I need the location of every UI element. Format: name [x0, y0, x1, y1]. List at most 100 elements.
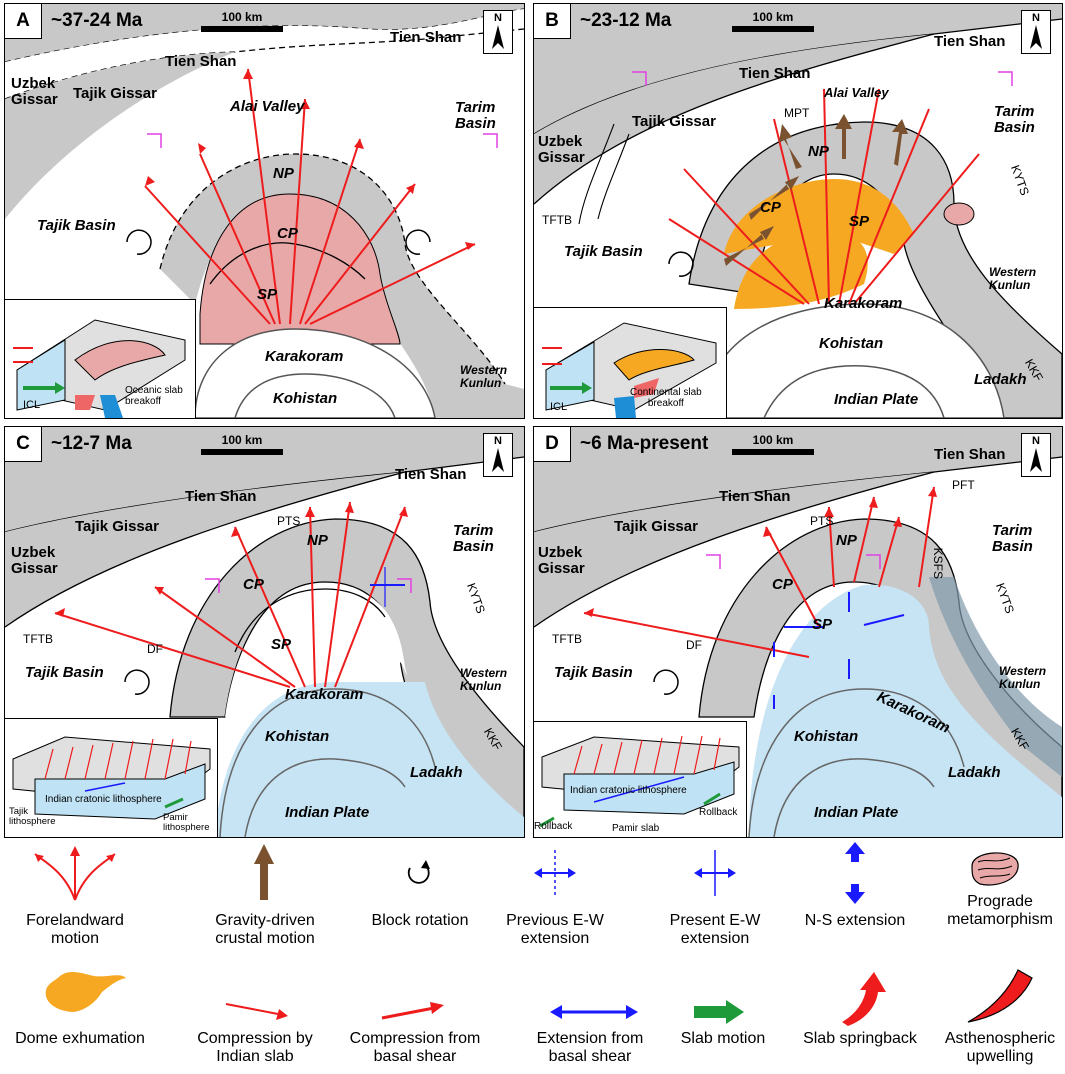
tien-shan-label: Tien Shan	[719, 488, 791, 505]
red-arrow-icon	[381, 1002, 444, 1020]
tarim-basin-label: Tarim Basin	[994, 103, 1035, 136]
karakoram-label: Karakoram	[824, 295, 903, 312]
panel-letter: A	[5, 4, 42, 39]
uzbek-gissar-label: Uzbek Gissar	[538, 133, 585, 166]
rotation-left-icon	[124, 669, 150, 695]
panel-d-inset: Indian cratonic lithosphere Rollback Rol…	[534, 721, 747, 837]
panel-c-map	[5, 427, 524, 837]
sp-label: SP	[271, 636, 292, 653]
scale-label: 100 km	[752, 10, 794, 24]
brown-arrow-icon	[254, 844, 274, 900]
tien-shan-belt	[534, 4, 1062, 134]
gissar-belt	[534, 472, 934, 627]
panel-title: ~37-24 Ma	[51, 10, 143, 31]
frame-corner	[397, 578, 412, 593]
rotation-left-icon	[668, 251, 694, 277]
legend-label-asthenospheric: Asthenospheric upwelling	[944, 1030, 1056, 1066]
tajik-gissar-label: Tajik Gissar	[614, 518, 698, 535]
ladakh-label: Ladakh	[948, 764, 1001, 781]
karakoram-block	[194, 328, 436, 418]
pts-label: PTS	[810, 514, 834, 528]
sp-label: SP	[257, 286, 278, 303]
gissar-belt	[534, 34, 934, 204]
panel-d: D ~6 Ma-present 100 km N Tien Shan Tien …	[533, 426, 1063, 838]
karakoram-boundary	[748, 688, 965, 837]
compression-arrows	[54, 501, 406, 688]
panel-title: ~6 Ma-present	[580, 433, 709, 454]
rotation-right-icon	[405, 229, 431, 255]
prograde-metamorphism-icon	[971, 852, 1019, 886]
np-label: NP	[307, 532, 328, 549]
kohistan-label: Kohistan	[273, 390, 338, 407]
cp-label: CP	[243, 576, 264, 593]
pamir-outer-belt	[169, 518, 524, 837]
dome-exhumation-icon	[45, 971, 127, 1012]
red-wedge-icon	[967, 969, 1033, 1023]
compression-arrows	[583, 486, 935, 658]
ladakh-label: Ladakh	[974, 371, 1027, 388]
cp-label: CP	[772, 576, 793, 593]
tajik-basin-label: Tajik Basin	[554, 664, 633, 681]
legend-label-extension-basal: Extension from basal shear	[536, 1030, 644, 1066]
tien-shan-label: Tien Shan	[934, 446, 1006, 463]
tajik-lithosphere-label: Tajik lithosphere	[9, 806, 56, 827]
df-label: DF	[686, 638, 702, 652]
pts-label: PTS	[277, 514, 301, 528]
legend-label-present-ew: Present E-W extension	[669, 912, 761, 948]
cp-label: CP	[760, 199, 781, 216]
scale-label: 100 km	[221, 10, 263, 24]
prograde-metamorphism-zone	[943, 202, 975, 226]
tarim-basin-label: Tarim Basin	[453, 522, 494, 555]
legend-label-springback: Slab springback	[803, 1030, 917, 1047]
panel-b-map	[534, 4, 1062, 418]
tien-shan-label: Tien Shan	[934, 33, 1006, 50]
icl-label: ICL	[23, 399, 41, 411]
frame-corner	[483, 133, 498, 148]
icl-label: ICL	[550, 401, 568, 413]
blue-double-arrow-icon	[550, 1005, 638, 1019]
frame-corner	[147, 133, 162, 148]
mpt-label: MPT	[784, 106, 810, 120]
pamir-outer-belt	[160, 154, 524, 418]
craton-label: Indian cratonic lithosphere	[45, 794, 162, 805]
tien-shan-belt	[5, 4, 524, 62]
tftb-label: TFTB	[23, 632, 53, 646]
tarim-basin-label: Tarim Basin	[992, 522, 1033, 555]
tien-shan-label: Tien Shan	[395, 466, 467, 483]
panel-a: A ~37-24 Ma 100 km N Tien Shan Tien Shan…	[4, 3, 525, 419]
np-label: NP	[836, 532, 857, 549]
panel-d-map	[534, 427, 1062, 837]
prograde-metamorphism-zone	[199, 193, 401, 345]
uzbek-gissar-label: Uzbek Gissar	[538, 544, 585, 577]
ns-extension-arrows	[773, 592, 905, 709]
tajik-basin-label: Tajik Basin	[25, 664, 104, 681]
kohistan-boundary	[234, 373, 396, 418]
legend-label-slab-motion: Slab motion	[680, 1030, 766, 1047]
frame-corner	[205, 578, 220, 593]
craton-label: Indian cratonic lithosphere	[570, 785, 687, 796]
sp-label: SP	[849, 213, 870, 230]
tftb-label: TFTB	[542, 213, 572, 227]
dome-exhumation	[734, 233, 868, 309]
rotation-left-icon	[126, 229, 152, 255]
df-label: DF	[147, 642, 163, 656]
frame-corner	[998, 71, 1013, 86]
gissar-belt	[5, 52, 235, 219]
red-fan-arrows-icon	[34, 846, 116, 901]
legend-label-gravity: Gravity-driven crustal motion	[215, 912, 315, 948]
tajik-basin-label: Tajik Basin	[37, 217, 116, 234]
panel-a-map	[5, 4, 524, 418]
scale-bar	[732, 449, 814, 455]
pamir-lithosphere-label: Pamir lithosphere	[163, 812, 210, 833]
legend-label-ns-extension: N-S extension	[804, 912, 906, 929]
panel-c-inset: Indian cratonic lithosphere Tajik lithos…	[5, 718, 218, 837]
tien-shan-label: Tien Shan	[390, 29, 462, 46]
solid-extension-icon	[694, 850, 736, 896]
compression-arrowheads	[584, 487, 937, 617]
thin-red-arrow-icon	[225, 1003, 288, 1020]
legend-label-rotation: Block rotation	[371, 912, 469, 929]
western-kunlun-label: Western Kunlun	[999, 664, 1047, 691]
rollback-label: Rollback	[534, 821, 573, 832]
frame-corner	[866, 554, 881, 569]
green-arrow-icon	[694, 1000, 744, 1024]
